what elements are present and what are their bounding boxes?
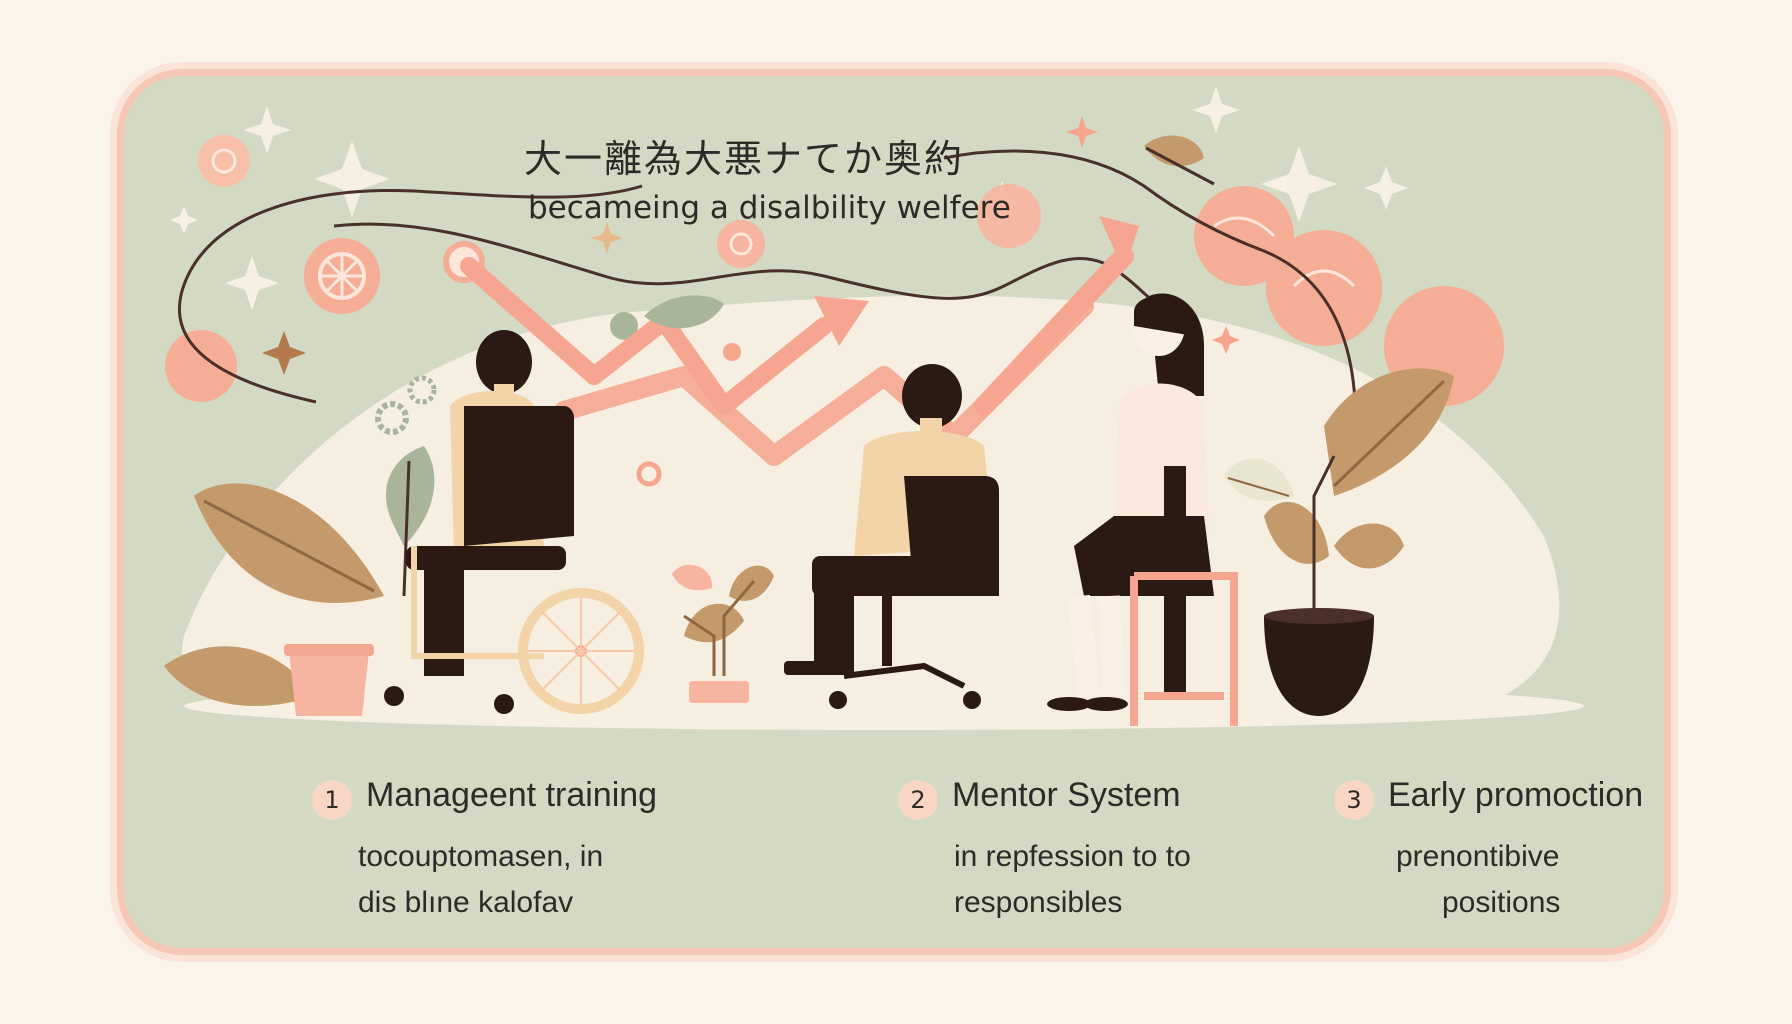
step-description: tocouptomasen, in dis blıne kalofav <box>358 834 603 926</box>
potted-plant-icon <box>289 651 369 716</box>
illustration-scene <box>164 86 1584 730</box>
step-description: in repfession to to responsibles <box>954 834 1191 926</box>
step-description-line: in repfession to to <box>954 840 1191 873</box>
leaf-icon <box>684 603 744 643</box>
page-title: 大一離為大悪ナてか奥約 <box>524 137 965 181</box>
step-description-line: prenontibive <box>1396 840 1560 873</box>
person-in-office-chair <box>784 364 999 709</box>
leaf-icon <box>672 564 713 591</box>
leaf-icon <box>164 646 314 706</box>
person-in-wheelchair <box>384 330 644 714</box>
leaf-icon <box>1144 135 1204 167</box>
sparkle-icon <box>1066 116 1240 354</box>
connector-line <box>178 184 643 404</box>
step-number-badge: 1 <box>312 780 352 820</box>
infographic-card: 大一離為大悪ナてか奥約 becameing a disalbility welf… <box>124 76 1664 948</box>
step-number-badge: 2 <box>898 780 938 820</box>
gear-icon <box>375 401 409 435</box>
step-label: Manageent training <box>366 776 658 814</box>
step-description-line: dis blıne kalofav <box>358 886 574 919</box>
step-label: Mentor System <box>952 776 1181 814</box>
arrow-head <box>814 296 869 346</box>
decorative-orb <box>1194 186 1294 286</box>
page-subtitle: becameing a disalbility welfere <box>528 190 1011 226</box>
leaf-icon <box>194 483 384 603</box>
step-description-line: positions <box>1442 886 1561 919</box>
sparkle-icon <box>591 222 623 254</box>
step-description: prenontibive positions <box>1396 834 1560 926</box>
connector-line <box>943 149 1358 457</box>
step-description-line: tocouptomasen, in <box>358 840 604 873</box>
step-label: Early promoction <box>1388 776 1644 814</box>
person-seated-on-chair <box>1047 293 1238 726</box>
arrow-head <box>1099 216 1139 271</box>
step-description-line: responsibles <box>954 886 1123 919</box>
leaf-icon <box>1334 523 1404 569</box>
sparkle-icon <box>262 331 306 375</box>
potted-plant-icon <box>1264 616 1374 716</box>
leaf-icon <box>1224 458 1294 501</box>
badge-icon <box>198 135 250 187</box>
gear-icon <box>407 375 437 405</box>
potted-plant-icon <box>689 681 749 703</box>
step-number-badge: 3 <box>1334 780 1374 820</box>
leaf-icon <box>385 446 435 546</box>
leaf-icon <box>644 295 724 329</box>
